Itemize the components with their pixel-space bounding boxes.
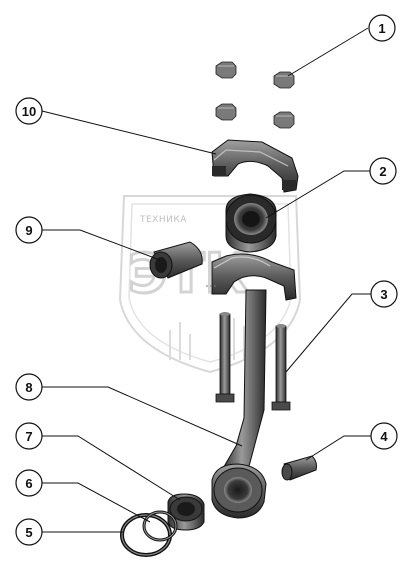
leader-9	[42, 229, 161, 261]
callout-1: 1	[368, 14, 396, 42]
callout-7: 7	[15, 422, 43, 450]
svg-text:9: 9	[25, 223, 32, 238]
leader-7	[42, 435, 181, 501]
leader-8	[42, 386, 243, 447]
large-bushing	[225, 193, 277, 253]
svg-text:4: 4	[380, 429, 388, 444]
callout-3: 3	[370, 280, 398, 308]
leader-10	[41, 110, 217, 155]
callout-6: 6	[15, 469, 43, 497]
nut-mid-left	[215, 103, 237, 121]
leader-1	[287, 27, 369, 77]
watermark-top-text: ТЕХНИКА	[139, 215, 187, 225]
nut-group	[215, 61, 295, 129]
svg-text:6: 6	[25, 476, 32, 491]
nut-mid-right	[273, 111, 295, 129]
eye-bushing	[167, 493, 205, 531]
ring-inner	[142, 510, 178, 542]
svg-text:7: 7	[25, 429, 32, 444]
callout-9: 9	[15, 216, 43, 244]
svg-text:8: 8	[25, 380, 32, 395]
bolt-left	[215, 312, 235, 403]
callouts: 1 2 3 4 5 6 7 8	[15, 14, 398, 546]
callout-8: 8	[15, 373, 43, 401]
leader-2	[265, 170, 370, 219]
leader-4	[305, 435, 371, 461]
callout-4: 4	[370, 422, 398, 450]
bolts	[215, 312, 291, 411]
lever-eye	[211, 463, 267, 519]
nut-top-right	[273, 71, 295, 89]
callout-2: 2	[369, 157, 397, 185]
svg-text:3: 3	[380, 287, 387, 302]
svg-text:5: 5	[25, 525, 32, 540]
retaining-rings	[120, 510, 178, 557]
bolt-right	[271, 324, 291, 411]
svg-text:2: 2	[379, 164, 386, 179]
leader-lines	[41, 27, 371, 533]
upper-cap	[211, 139, 299, 193]
pin	[281, 455, 317, 481]
ring-outer	[120, 513, 172, 557]
callout-5: 5	[15, 518, 43, 546]
callout-10: 10	[15, 97, 43, 125]
leader-6	[42, 482, 151, 523]
svg-text:1: 1	[378, 21, 385, 36]
svg-text:10: 10	[22, 104, 36, 119]
nut-top-left	[215, 61, 237, 79]
small-sleeve	[149, 241, 203, 279]
leader-3	[285, 293, 371, 373]
